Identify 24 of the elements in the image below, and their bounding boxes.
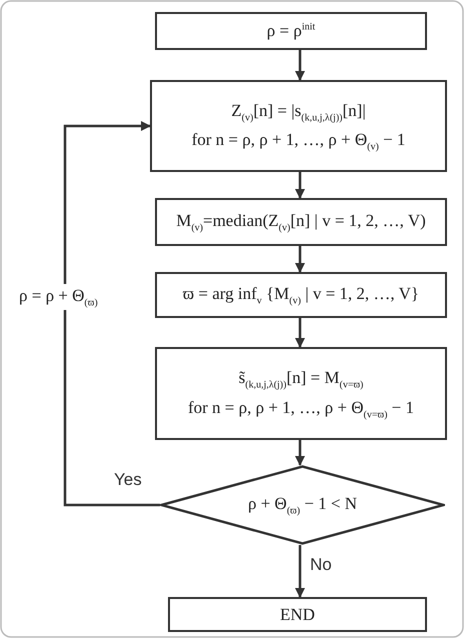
arrow xyxy=(295,545,305,598)
terminal-box xyxy=(168,597,427,632)
arrow xyxy=(295,172,305,199)
formula-text: for n = ρ, ρ + 1, …, ρ + Θ$_{(v)}$ − 1 xyxy=(192,129,406,154)
formula-text: M$_{(v)}$=median(Z$_{(v)}$[n] | v = 1, 2, …, V) xyxy=(176,210,426,236)
formula-text: ϖ = arg inf$_{v}$ {M$_{(v)}$ | v = 1, 2, …, V} xyxy=(182,283,420,309)
formula-text: ρ = ρ$^{init}$ xyxy=(266,20,316,42)
formula-text: END xyxy=(280,604,315,626)
update-formula: ρ = ρ + Θ$_{(ϖ)}$ xyxy=(18,284,99,310)
formula-text: for n = ρ, ρ + 1, …, ρ + Θ$_{(v=ϖ)}$ − 1 xyxy=(188,396,414,422)
process-box xyxy=(155,347,447,440)
formula-text: s̃$_{(k,u,j,λ(j))}$[n] = M$_{(v=ϖ)}$ xyxy=(238,367,364,392)
arrow xyxy=(295,246,305,273)
process-box xyxy=(155,272,447,318)
process-box xyxy=(155,198,447,246)
process-box xyxy=(150,80,447,172)
arrow xyxy=(295,318,305,348)
arrow xyxy=(64,121,160,506)
formula-text: ρ + Θ$_{(ϖ)}$ − 1 < N xyxy=(248,493,358,519)
process-box xyxy=(155,12,427,50)
arrow xyxy=(295,440,305,466)
formula-text: Z$_{(v)}$[n] = |s$_{(k,u,j,λ(j))}$[n]| xyxy=(231,100,366,125)
arrow xyxy=(295,50,305,81)
decision-diamond xyxy=(160,465,445,545)
